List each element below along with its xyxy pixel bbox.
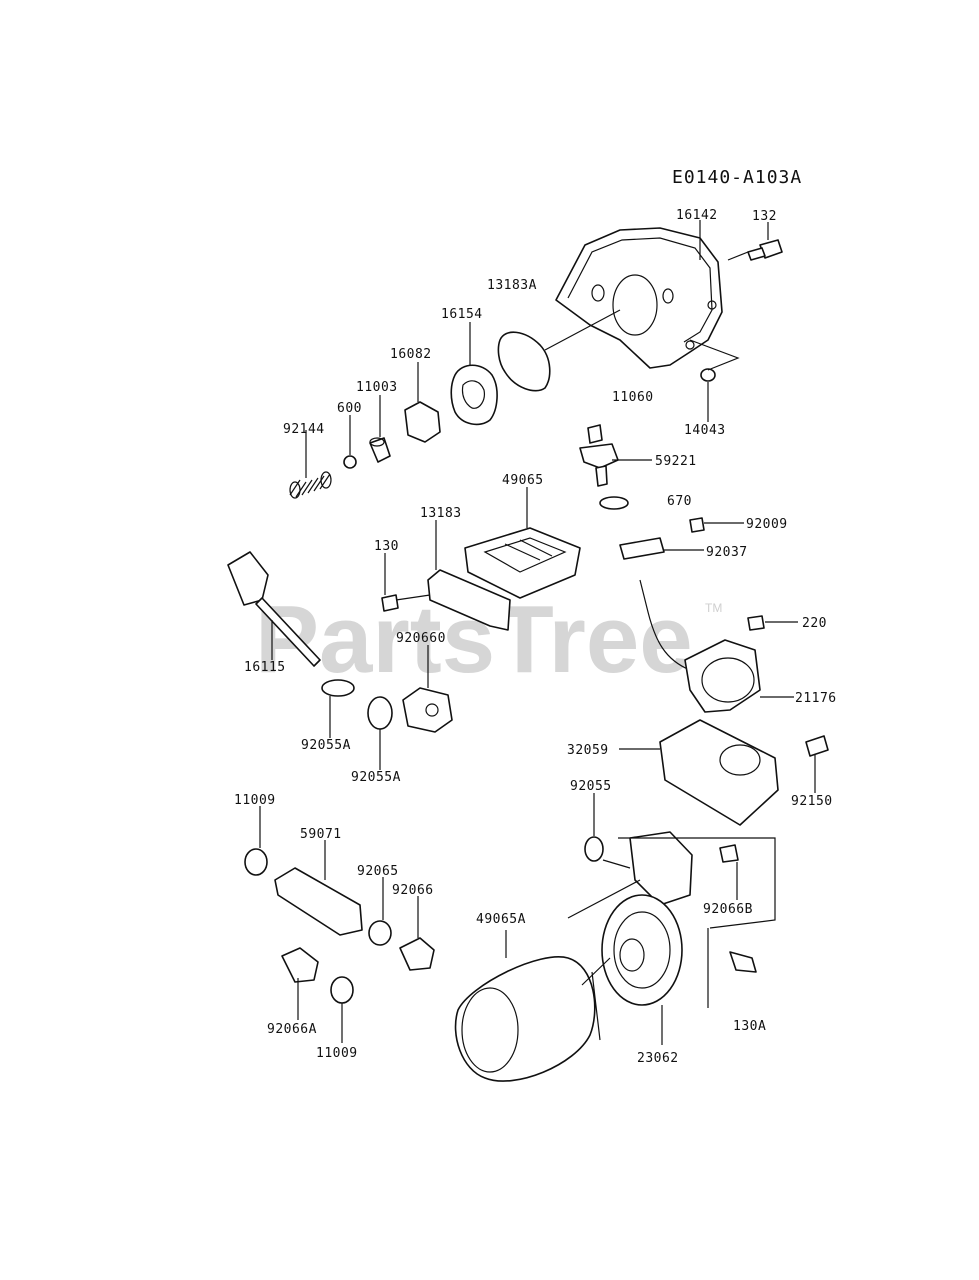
label-92009: 92009 [746,517,788,532]
label-14043: 14043 [684,423,726,438]
label-130: 130 [374,539,399,554]
part-92055A-o-ring-a [321,679,355,697]
part-92065-washer [368,920,392,946]
part-16115-dipstick [227,551,321,667]
part-11009-washer-b [330,976,354,1004]
part-220-screw [747,615,765,631]
part-59071-relief-valve [274,867,363,936]
part-16082-inner-rotor [404,401,441,443]
label-220: 220 [802,616,827,631]
label-92066A: 92066A [267,1022,317,1037]
label-11003: 11003 [356,380,398,395]
part-920660-plug [402,687,453,733]
label-11060: 11060 [612,390,654,405]
part-92055-o-ring [584,836,604,862]
label-32059: 32059 [567,743,609,758]
label-92066: 92066 [392,883,434,898]
label-92144: 92144 [283,422,325,437]
label-16082: 16082 [390,347,432,362]
label-11009-b: 11009 [316,1046,358,1061]
label-49065: 49065 [502,473,544,488]
part-32059-bracket [659,719,779,826]
part-92066-plug [399,937,435,971]
label-16115: 16115 [244,660,286,675]
label-49065A: 49065A [476,912,526,927]
part-92144-spring [289,471,332,499]
part-92009-screw [689,517,705,533]
part-16142-cover-plate [555,227,723,369]
label-13183: 13183 [420,506,462,521]
part-13183A-gasket [497,331,551,392]
label-670: 670 [667,494,692,509]
label-59221: 59221 [655,454,697,469]
part-11009-washer-a [244,848,268,876]
part-132-bolt [747,239,783,261]
part-49065A-oil-filter [454,956,596,1082]
part-92055A-o-ring-b [367,696,393,730]
label-600: 600 [337,401,362,416]
part-92066A-plug [281,947,319,983]
watermark-trademark: TM [705,601,722,615]
part-92066B-plug [719,844,739,863]
part-13183-plate [427,569,511,631]
label-59071: 59071 [300,827,342,842]
label-92150: 92150 [791,794,833,809]
diagram-code: E0140-A103A [672,167,802,188]
part-14043-plug [700,368,716,382]
label-16154: 16154 [441,307,483,322]
label-92055: 92055 [570,779,612,794]
label-92066B: 92066B [703,902,753,917]
part-16154-rotor [450,364,498,426]
label-23062: 23062 [637,1051,679,1066]
label-13183A: 13183A [487,278,537,293]
part-49065-strainer [464,527,581,599]
part-670-o-ring [599,496,629,510]
part-59221-pressure-switch [579,424,619,487]
part-labels: 16142 132 13183A 16154 16082 11003 600 9… [234,208,837,1066]
part-21176-sensor [684,639,761,713]
part-23062-filter-base [601,894,683,1006]
label-11009-a: 11009 [234,793,276,808]
part-130A-bolt [729,951,757,973]
label-21176: 21176 [795,691,837,706]
label-92055A-b: 92055A [351,770,401,785]
label-130A: 130A [733,1019,766,1034]
label-132: 132 [752,209,777,224]
label-920660: 920660 [396,631,446,646]
label-16142: 16142 [676,208,718,223]
part-130-bolt [381,594,431,612]
part-600-ball [343,455,357,469]
label-92065: 92065 [357,864,399,879]
part-92150-bolt [805,735,829,757]
leader-lines [259,220,816,1045]
label-92055A-a: 92055A [301,738,351,753]
part-92037-pipe [619,537,665,560]
part-oil-cooler-block [629,831,693,906]
part-sensor-wire [639,579,691,671]
label-92037: 92037 [706,545,748,560]
part-11003-collar [369,437,391,463]
